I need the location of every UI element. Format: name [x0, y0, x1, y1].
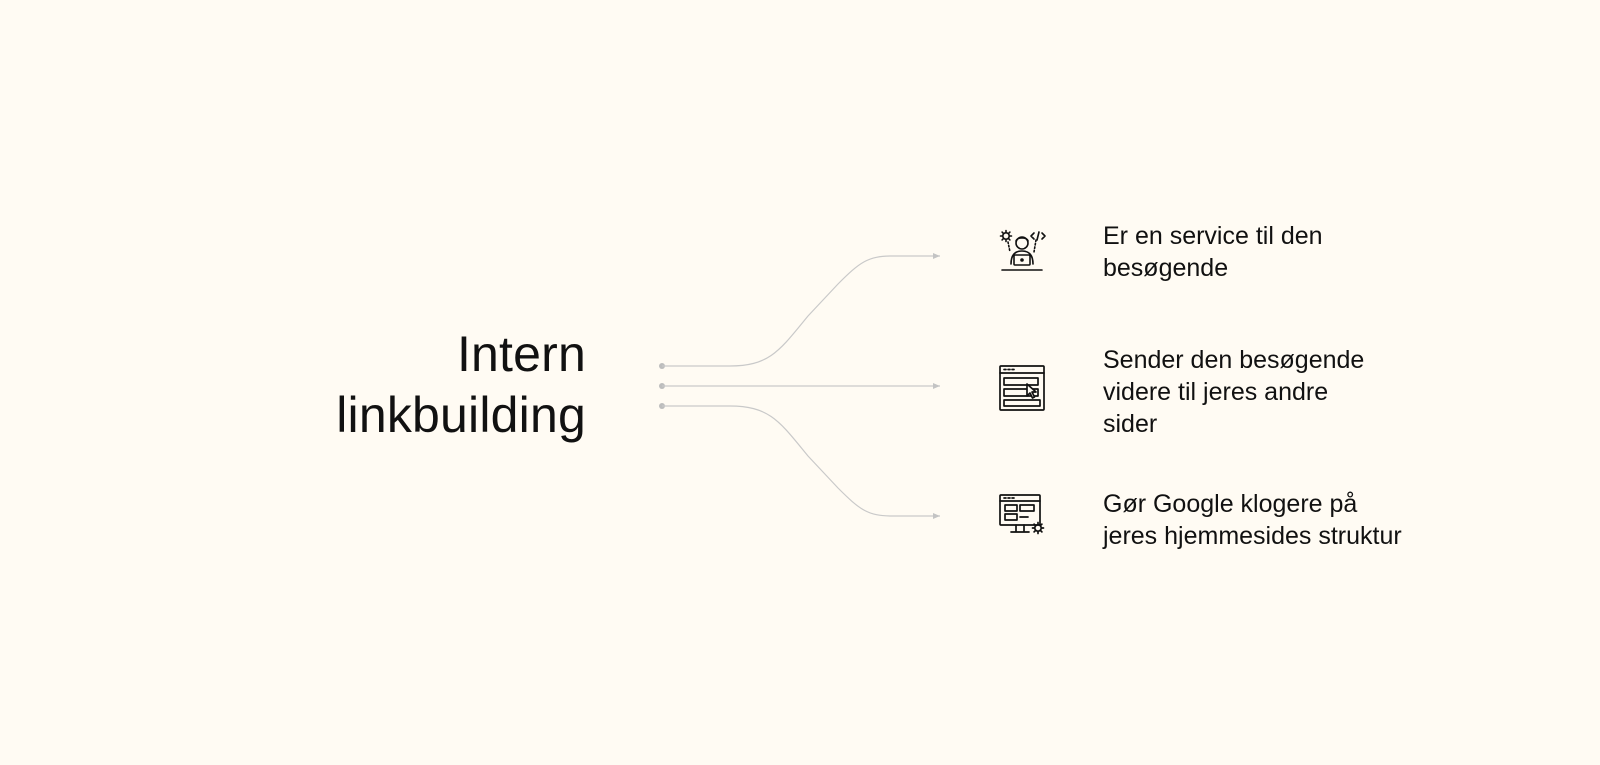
item-1-line-1: Er en service til den [1103, 222, 1323, 250]
title-line-2: linkbuilding [336, 387, 586, 443]
item-2-line-1: Sender den besøgende [1103, 346, 1365, 374]
developer-at-laptop-icon [996, 226, 1048, 278]
diagram-title: Intern linkbuilding [280, 324, 586, 446]
item-3-line-1: Gør Google klogere på [1103, 490, 1358, 518]
connector-middle [659, 383, 940, 389]
item-text-1: Er en service til den besøgende [1103, 220, 1323, 284]
title-line-1: Intern [456, 326, 586, 382]
item-1-line-2: besøgende [1103, 254, 1229, 282]
connector-bottom [659, 403, 940, 519]
monitor-settings-icon [996, 490, 1048, 542]
item-3-line-2: jeres hjemmesides struktur [1103, 522, 1402, 550]
webpage-cursor-icon [996, 362, 1048, 414]
item-2-line-2: videre til jeres andre [1103, 378, 1329, 406]
item-2-line-3: sider [1103, 410, 1158, 438]
connector-top [659, 253, 940, 369]
item-text-3: Gør Google klogere på jeres hjemmesides … [1103, 488, 1402, 552]
item-text-2: Sender den besøgende videre til jeres an… [1103, 344, 1364, 440]
